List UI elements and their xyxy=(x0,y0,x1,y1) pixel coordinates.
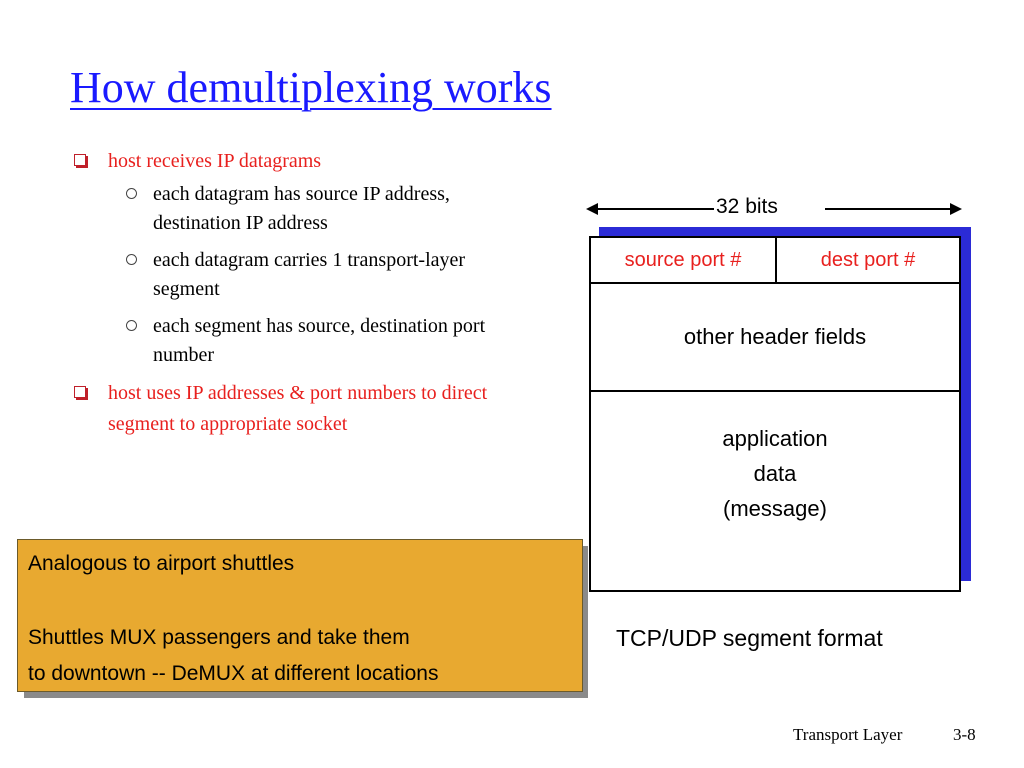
other-header-fields: other header fields xyxy=(591,284,959,392)
bullet-host-uses: host uses IP addresses & port numbers to… xyxy=(70,378,530,440)
callout-line: to downtown -- DeMUX at different locati… xyxy=(28,662,439,685)
width-arrow-line-right xyxy=(825,208,952,210)
bullet-text: each datagram has source IP address, des… xyxy=(153,183,450,234)
segment-format-diagram: source port # dest port # other header f… xyxy=(589,236,961,592)
bit-width-label: 32 bits xyxy=(716,195,778,218)
sub-bullet-datagram-address: each datagram has source IP address, des… xyxy=(70,180,530,238)
footer-page-number: 3-8 xyxy=(953,725,976,744)
bullet-text: each segment has source, destination por… xyxy=(153,315,486,366)
bullet-list: host receives IP datagrams each datagram… xyxy=(70,146,530,443)
bullet-text: host receives IP datagrams xyxy=(108,150,322,172)
bullet-text: host uses IP addresses & port numbers to… xyxy=(108,382,488,435)
source-port-field: source port # xyxy=(591,238,777,282)
arrow-left-icon xyxy=(586,203,598,215)
square-bullet-icon xyxy=(74,386,86,398)
app-data-line: application xyxy=(722,425,828,451)
footer-section: Transport Layer xyxy=(793,725,903,744)
circle-bullet-icon xyxy=(126,254,137,265)
diagram-caption: TCP/UDP segment format xyxy=(616,625,883,651)
width-arrow-line-left xyxy=(596,208,714,210)
app-data-line: (message) xyxy=(723,495,827,521)
app-data-line: data xyxy=(753,460,797,486)
dest-port-field: dest port # xyxy=(820,248,916,271)
square-bullet-icon xyxy=(74,154,86,166)
callout-line: Shuttles MUX passengers and take them xyxy=(28,626,410,649)
sub-bullet-datagram-segment: each datagram carries 1 transport-layer … xyxy=(70,246,530,304)
circle-bullet-icon xyxy=(126,188,137,199)
port-row: source port # dest port # xyxy=(591,238,959,284)
slide-title: How demultiplexing works xyxy=(70,63,552,112)
circle-bullet-icon xyxy=(126,320,137,331)
bullet-host-receives: host receives IP datagrams xyxy=(70,146,530,177)
application-data-field: application data (message) xyxy=(591,392,959,590)
arrow-right-icon xyxy=(950,203,962,215)
callout-line: Analogous to airport shuttles xyxy=(28,552,295,575)
bullet-text: each datagram carries 1 transport-layer … xyxy=(153,249,466,300)
sub-bullet-segment-ports: each segment has source, destination por… xyxy=(70,312,530,370)
analogy-callout: Analogous to airport shuttles Shuttles M… xyxy=(17,539,583,692)
